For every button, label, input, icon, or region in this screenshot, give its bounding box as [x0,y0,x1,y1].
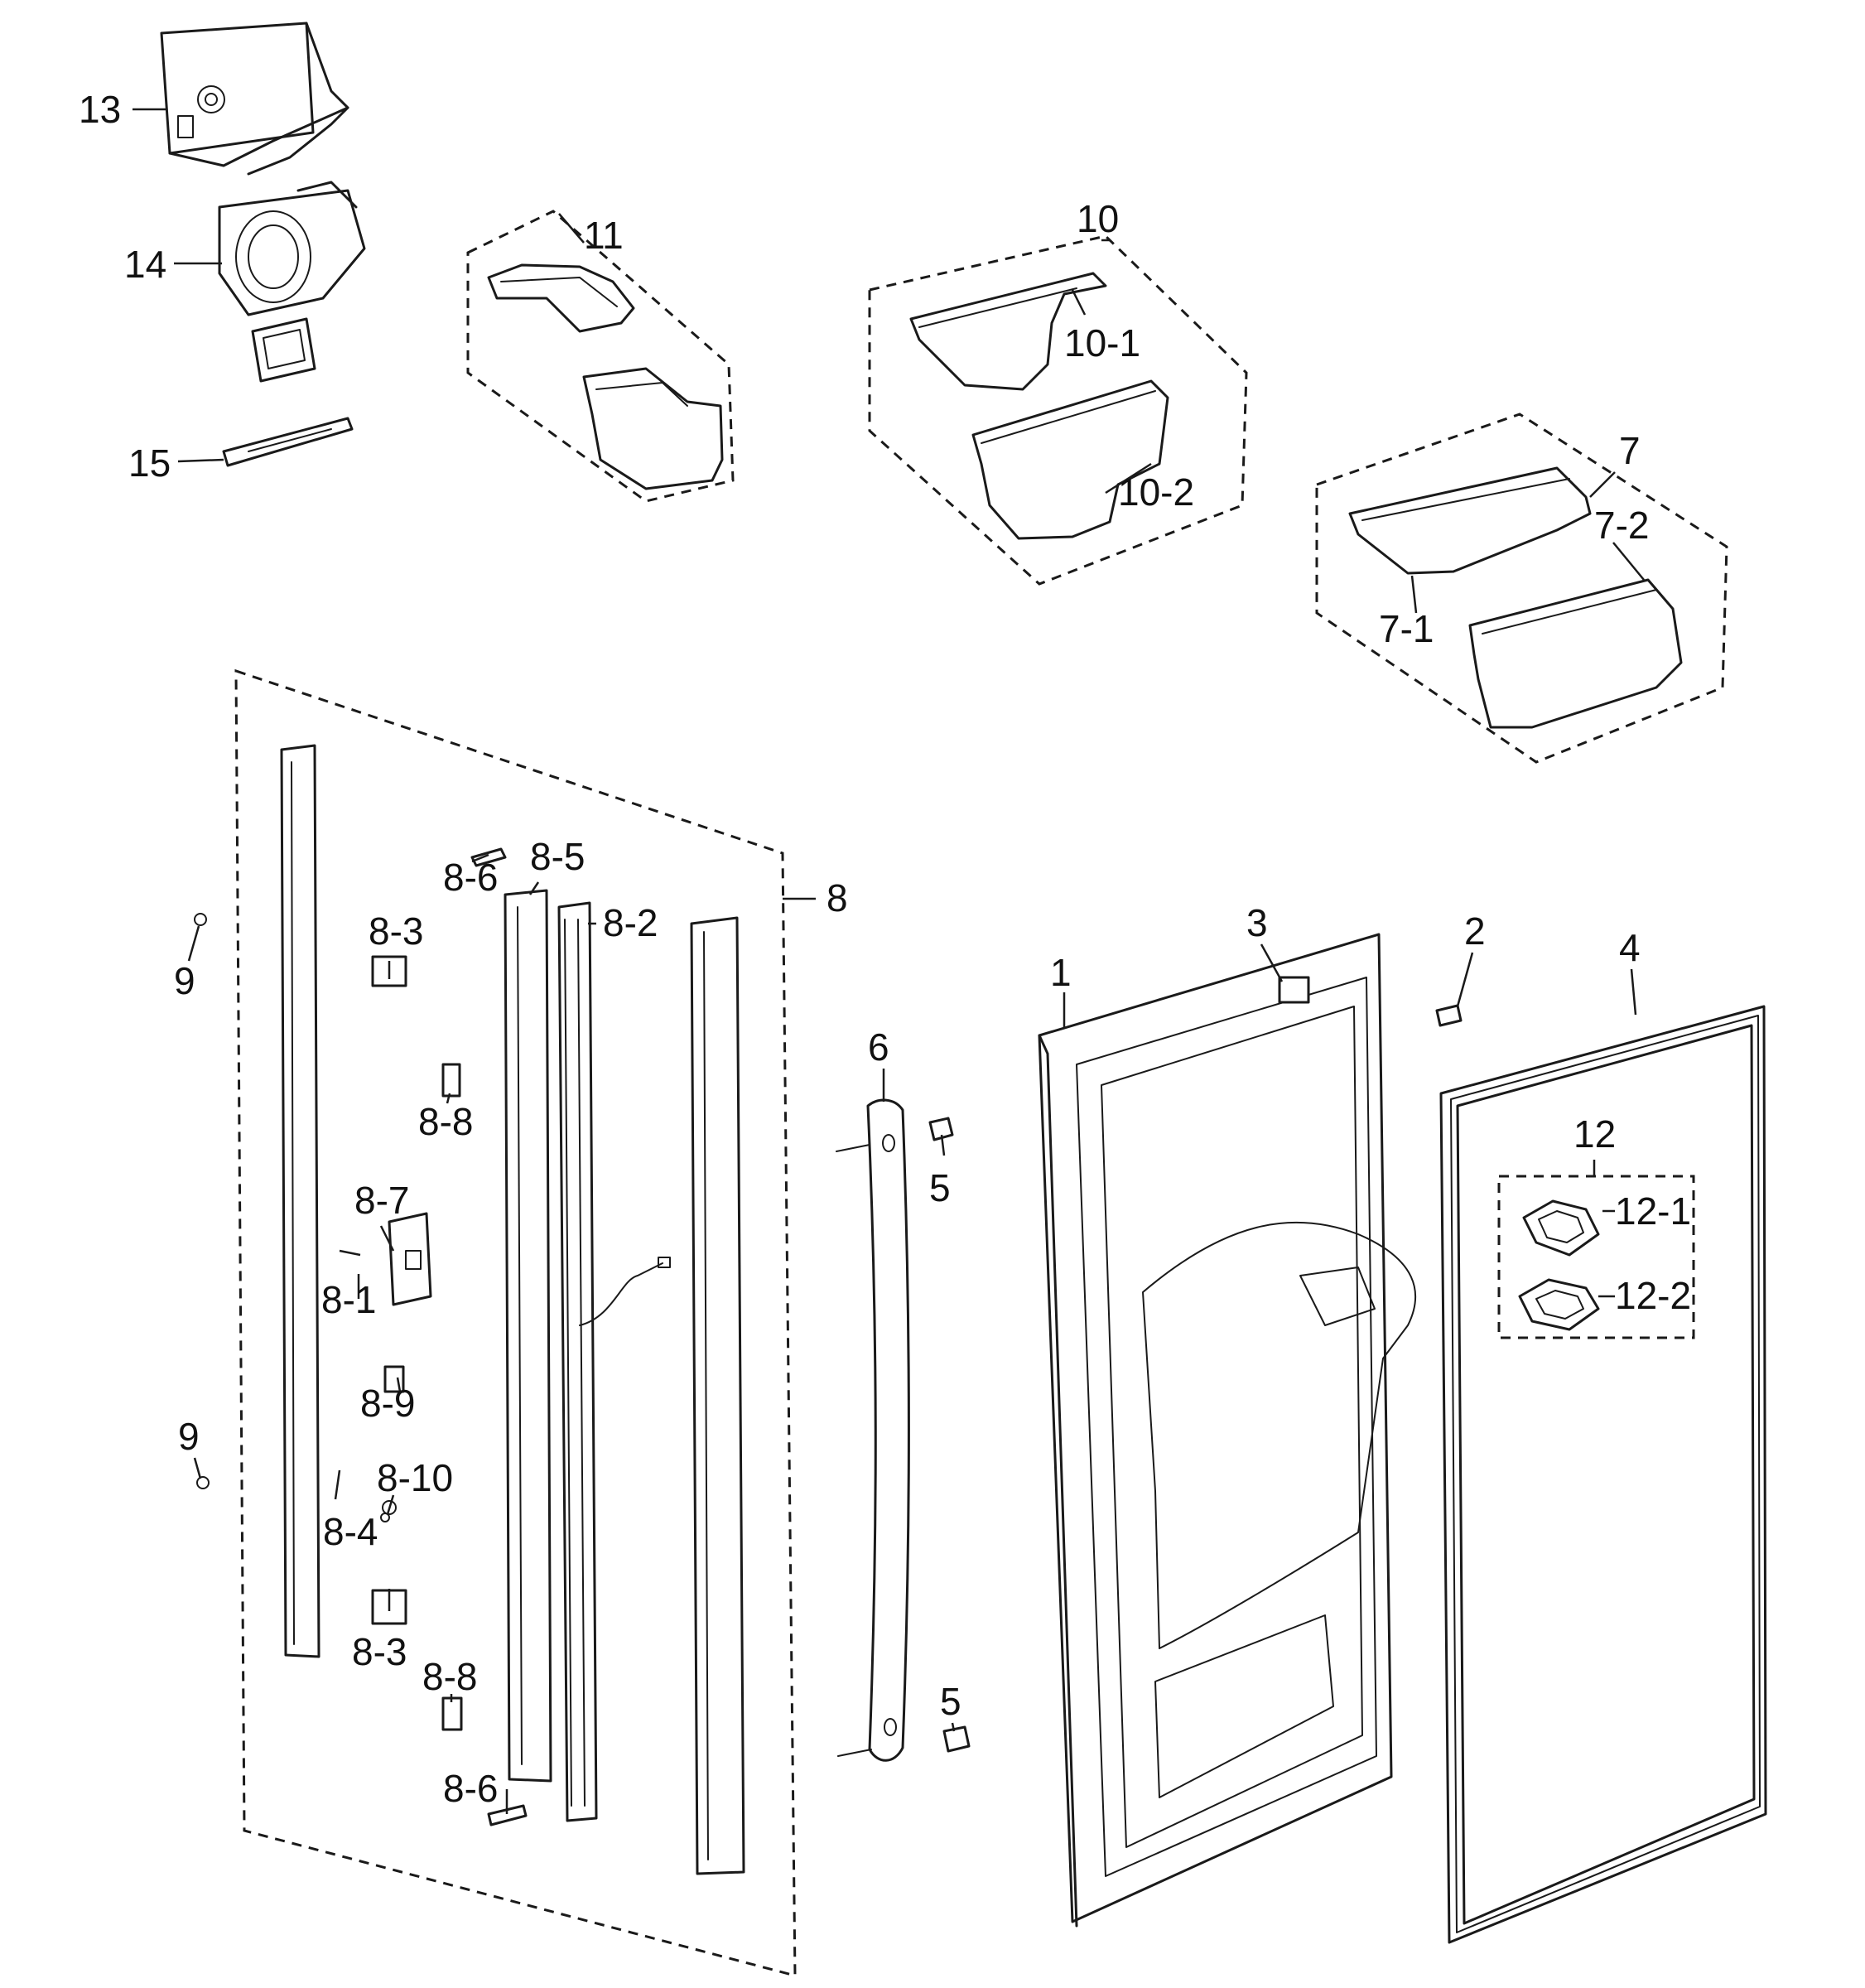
label-12-2: 12-2 [1615,1274,1691,1317]
part-9-screws [194,913,210,1489]
label-8-3-top: 8-3 [369,910,423,953]
label-11: 11 [584,214,624,257]
part-6-door-handle [836,1098,910,1762]
label-12: 12 [1573,1112,1616,1156]
label-7-2: 7-2 [1594,504,1649,547]
part-5-handle-bolts [928,1117,971,1753]
part-2-clip [1435,1004,1463,1027]
label-8-9: 8-9 [360,1382,415,1425]
label-3: 3 [1246,901,1268,944]
group-11-bins [466,210,735,503]
label-10: 10 [1077,197,1119,240]
label-9-bottom: 9 [178,1415,200,1458]
label-8-2: 8-2 [603,901,658,944]
label-2: 2 [1464,910,1486,953]
label-8-5: 8-5 [530,835,585,878]
label-7-1: 7-1 [1379,607,1434,650]
label-1: 1 [1050,951,1072,994]
part-15-strip [222,417,354,467]
label-4: 4 [1619,926,1641,969]
label-8-8-top: 8-8 [418,1100,473,1143]
label-7: 7 [1619,429,1641,472]
group-12-caps [1497,1175,1695,1339]
label-6: 6 [868,1025,889,1069]
group-8-door-trim-assembly [234,668,797,1977]
label-15: 15 [128,442,171,485]
label-10-2: 10-2 [1118,470,1194,514]
label-13: 13 [79,88,121,131]
label-8-10: 8-10 [377,1456,453,1499]
label-8-3-bottom: 8-3 [352,1630,407,1673]
label-8-4: 8-4 [323,1510,378,1553]
label-8-1: 8-1 [321,1278,376,1321]
label-8-6-bottom: 8-6 [443,1767,498,1810]
label-5-bottom: 5 [940,1680,961,1723]
part-1-door-liner [1038,933,1417,1928]
group-10-trays [868,234,1248,586]
label-8-7: 8-7 [354,1179,409,1222]
part-14-dispenser-funnel [218,181,366,383]
label-9-top: 9 [174,959,195,1002]
callout-labels: 13 14 15 11 10 10-1 10-2 7 7-2 7-1 8 8-6… [79,88,1691,1810]
label-8-6-top: 8-6 [443,856,498,899]
label-8-8-bottom: 8-8 [422,1655,477,1698]
leader-lines [133,108,1645,1814]
group-7-door-bins [1315,413,1728,764]
part-13-dispenser-cover [160,22,349,176]
label-8: 8 [826,876,848,919]
label-14: 14 [124,243,166,286]
part-3-hinge-cover [1278,976,1310,1004]
part-4-door-gasket [1439,1005,1767,1944]
label-5-top: 5 [929,1166,951,1209]
label-12-1: 12-1 [1615,1189,1691,1233]
label-10-1: 10-1 [1064,321,1140,364]
